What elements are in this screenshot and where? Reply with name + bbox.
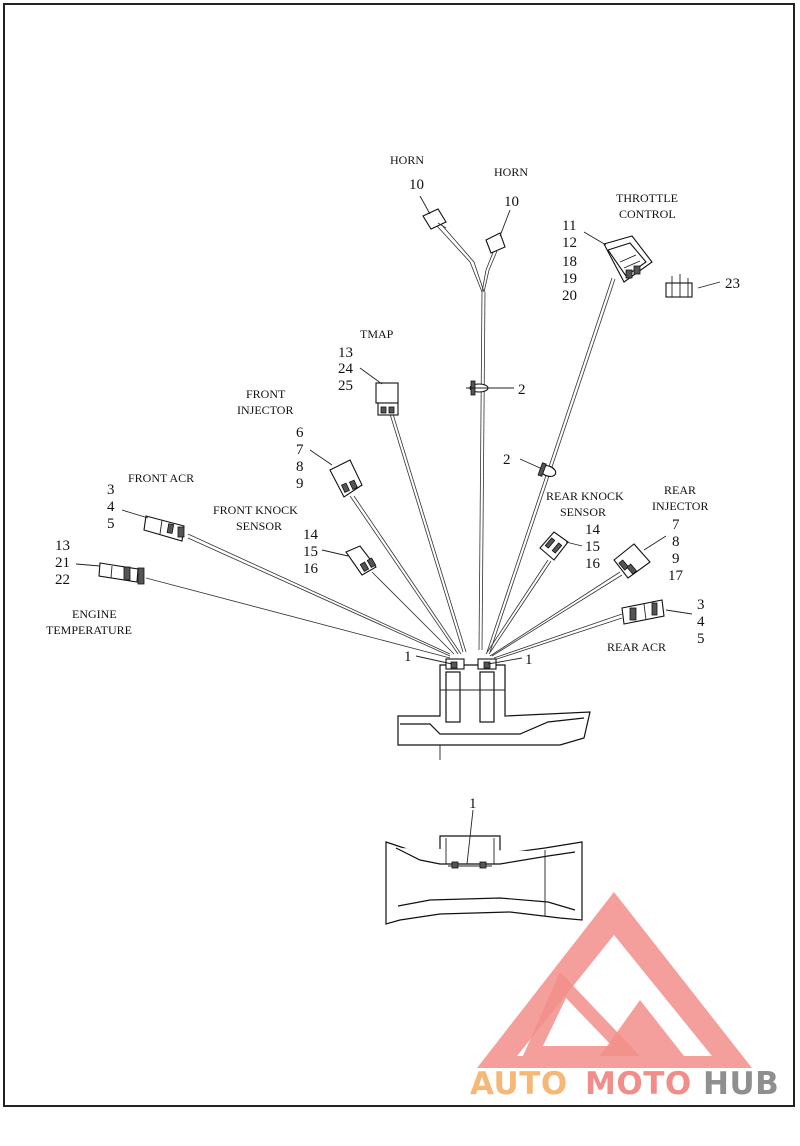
callout-engine-temp-3: 22 [55,572,70,588]
callout-throttle-5: 20 [562,288,577,304]
callout-rear-acr-1: 3 [697,597,705,613]
callout-front-acr-2: 4 [107,499,115,515]
callout-front-injector-3: 8 [296,459,304,475]
front-injector-connector [329,459,363,498]
callout-rear-acr-3: 5 [697,631,705,647]
label-front-acr: FRONT ACR [128,471,194,485]
callout-rear-acr-2: 4 [697,614,705,630]
front-knock-connector [345,545,377,576]
clip-lower [537,462,557,477]
callout-throttle-1: 11 [562,218,576,234]
rear-knock-connector [539,531,569,561]
horn-left-connector [422,208,447,230]
callout-clip-lower: 2 [503,452,511,468]
tmap-connector [375,382,399,416]
engine-temperature-connector [98,562,145,585]
callout-rear-knock-3: 16 [585,556,601,572]
rear-injector-connector [613,543,651,579]
callout-horn-right: 10 [504,194,519,210]
callout-bracket-left: 1 [404,649,412,665]
throttle-control-connector [603,235,653,283]
callout-rear-injector-3: 9 [672,551,680,567]
label-tmap: TMAP [360,327,394,341]
page-border [3,3,795,1107]
callout-front-knock-2: 15 [303,544,318,560]
callout-rear-injector-1: 7 [672,517,680,533]
harness-wires [145,223,623,661]
label-engine-temp-1: ENGINE [72,607,117,621]
label-rear-injector-1: REAR [664,483,696,497]
callout-numbers: 10 10 11 12 18 19 20 23 13 24 25 2 2 6 7… [55,177,740,812]
callout-front-injector-4: 9 [296,476,304,492]
rear-acr-connector [621,599,665,625]
horn-right-connector [485,232,506,254]
component-labels: HORN HORN THROTTLE CONTROL TMAP FRONT IN… [46,153,708,654]
detail-view-assembly [385,835,583,925]
callout-tmap-3: 25 [338,378,353,394]
callout-bracket-right: 1 [525,652,533,668]
callout-throttle-4: 19 [562,271,577,287]
leader-lines [75,195,721,865]
callout-front-knock-1: 14 [303,527,319,543]
label-front-injector-1: FRONT [246,387,286,401]
callout-rear-knock-1: 14 [585,522,601,538]
frame-mount-assembly [397,658,591,760]
callout-horn-left: 10 [409,177,424,193]
label-rear-acr: REAR ACR [607,640,666,654]
callout-front-injector-2: 7 [296,442,304,458]
callout-part-23: 23 [725,276,740,292]
callout-front-acr-3: 5 [107,516,115,532]
callout-engine-temp-2: 21 [55,555,70,571]
callout-rear-injector-2: 8 [672,534,680,550]
callout-front-knock-3: 16 [303,561,319,577]
callout-engine-temp-1: 13 [55,538,70,554]
label-front-injector-2: INJECTOR [237,403,293,417]
label-engine-temp-2: TEMPERATURE [46,623,132,637]
callout-rear-injector-4: 17 [668,568,684,584]
label-rear-knock-1: REAR KNOCK [546,489,624,503]
watermark-auto: AUTO [470,1066,568,1102]
label-horn-left: HORN [390,153,424,167]
clip-upper [466,380,492,396]
terminal-part-23 [665,274,693,298]
watermark-moto: MOTO [585,1066,692,1102]
label-throttle-1: THROTTLE [616,191,678,205]
watermark-hub: HUB [703,1066,779,1102]
label-throttle-2: CONTROL [619,207,676,221]
callout-front-acr-1: 3 [107,482,115,498]
watermark-logo [477,892,752,1068]
callout-tmap-2: 24 [338,361,354,377]
callout-tmap-1: 13 [338,345,353,361]
label-rear-injector-2: INJECTOR [652,499,708,513]
label-rear-knock-2: SENSOR [560,505,606,519]
callout-clip-upper: 2 [518,382,526,398]
callout-front-injector-1: 6 [296,425,304,441]
callout-throttle-2: 12 [562,235,577,251]
label-front-knock-1: FRONT KNOCK [213,503,298,517]
label-horn-right: HORN [494,165,528,179]
front-acr-connector [143,515,185,542]
callout-rear-knock-2: 15 [585,539,600,555]
callout-detail: 1 [469,796,477,812]
label-front-knock-2: SENSOR [236,519,282,533]
callout-throttle-3: 18 [562,254,577,270]
